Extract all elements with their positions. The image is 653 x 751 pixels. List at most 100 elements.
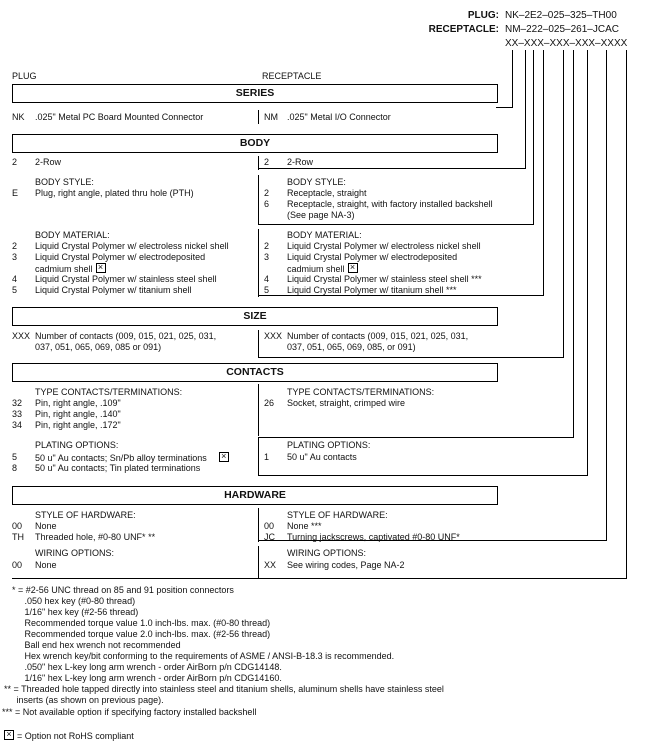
hardware-style-rec-code: JC bbox=[264, 532, 275, 542]
hardware-wiring-rec-title: WIRING OPTIONS: bbox=[287, 548, 367, 558]
note-line: Hex wrench key/bit conforming to the req… bbox=[12, 651, 395, 661]
size-plug-text: 037, 051, 065, 069, 085 or 091) bbox=[35, 342, 162, 352]
body-style-rec-text: Receptacle, straight bbox=[287, 188, 367, 198]
body-header: BODY bbox=[12, 134, 498, 153]
contacts-plating-plug-text: 50 u" Au contacts; Sn/Pb alloy terminati… bbox=[35, 452, 229, 464]
contacts-type-plug-code: 32 bbox=[12, 398, 23, 408]
hardware-style-plug-text: Threaded hole, #0-80 UNF* ** bbox=[35, 532, 156, 542]
receptacle-column-head: RECEPTACLE bbox=[262, 71, 322, 81]
note-line: Recommended torque value 2.0 inch-lbs. m… bbox=[12, 629, 271, 639]
contacts-type-rec-text: Socket, straight, crimped wire bbox=[287, 398, 406, 408]
contacts-plating-plug-title: PLATING OPTIONS: bbox=[35, 440, 119, 450]
body-rows-rec-code: 2 bbox=[264, 157, 270, 167]
not-rohs-icon bbox=[95, 263, 106, 273]
body-material-rec-text: Liquid Crystal Polymer w/ electroless ni… bbox=[287, 241, 481, 251]
series-plug-code: NK bbox=[12, 112, 25, 122]
hardware-wiring-plug-title: WIRING OPTIONS: bbox=[35, 548, 115, 558]
hardware-wiring-rec-text: See wiring codes, Page NA-2 bbox=[287, 560, 405, 570]
hardware-style-divider bbox=[258, 508, 259, 542]
series-header: SERIES bbox=[12, 84, 498, 103]
leader-hw-style bbox=[606, 50, 607, 540]
series-divider bbox=[258, 110, 259, 124]
hardware-style-rec-text: Turning jackscrews, captivated #0-80 UNF… bbox=[287, 532, 460, 542]
leader-size-h bbox=[258, 357, 564, 358]
series-rec-text: .025" Metal I/O Connector bbox=[287, 112, 391, 122]
note-line: Recommended torque value 1.0 inch-lbs. m… bbox=[12, 618, 271, 628]
leader-series-h bbox=[496, 107, 513, 108]
body-material-plug-text: Liquid Crystal Polymer w/ electroless ni… bbox=[35, 241, 229, 251]
contacts-plating-rec-code: 1 bbox=[264, 452, 270, 462]
contacts-type-plug-code: 34 bbox=[12, 420, 23, 430]
leader-series bbox=[512, 50, 513, 108]
hardware-style-plug-title: STYLE OF HARDWARE: bbox=[35, 510, 136, 520]
leader-wiring bbox=[626, 50, 627, 578]
body-rows-rec-text: 2-Row bbox=[287, 157, 314, 167]
body-style-plug-title: BODY STYLE: bbox=[35, 177, 94, 187]
hardware-style-rec-title: STYLE OF HARDWARE: bbox=[287, 510, 388, 520]
hardware-wiring-plug-code: 00 bbox=[12, 560, 23, 570]
code-pattern: XX–XXX–XXX–XXX–XXXX bbox=[505, 38, 628, 49]
contacts-type-divider bbox=[258, 384, 259, 436]
body-material-plug-code: 4 bbox=[12, 274, 18, 284]
body-material-rec-title: BODY MATERIAL: bbox=[287, 230, 362, 240]
body-material-rec-text: cadmium shell bbox=[287, 263, 358, 275]
body-style-divider bbox=[258, 175, 259, 225]
leader-style-h bbox=[258, 224, 534, 225]
body-material-rec-code: 2 bbox=[264, 241, 270, 251]
body-material-rec-text: Liquid Crystal Polymer w/ stainless stee… bbox=[287, 274, 482, 284]
body-material-rec-text: Liquid Crystal Polymer w/ electrodeposit… bbox=[287, 252, 458, 262]
note-line: .050" hex L-key long arm wrench - order … bbox=[12, 662, 282, 672]
body-material-rec-text: Liquid Crystal Polymer w/ titanium shell… bbox=[287, 285, 457, 295]
hardware-header: HARDWARE bbox=[12, 486, 498, 505]
body-rows-divider bbox=[258, 156, 259, 170]
body-material-plug-text: Liquid Crystal Polymer w/ electrodeposit… bbox=[35, 252, 206, 262]
hardware-style-rec-text: None *** bbox=[287, 521, 322, 531]
plug-label: PLUG: bbox=[467, 10, 499, 21]
body-material-plug-text: Liquid Crystal Polymer w/ titanium shell bbox=[35, 285, 192, 295]
receptacle-code: NM–222–025–261–JCAC bbox=[505, 24, 619, 35]
contacts-type-plug-text: Pin, right angle, .172" bbox=[35, 420, 121, 430]
note-line: ** = Threaded hole tapped directly into … bbox=[4, 684, 444, 694]
hardware-wiring-rec-code: XX bbox=[264, 560, 277, 570]
not-rohs-icon bbox=[347, 263, 358, 273]
note-line: 1/16" hex L-key long arm wrench - order … bbox=[12, 673, 282, 683]
body-material-rec-code: 3 bbox=[264, 252, 270, 262]
body-rows-plug-code: 2 bbox=[12, 157, 18, 167]
plug-column-head: PLUG bbox=[12, 71, 37, 81]
leader-rows bbox=[525, 50, 526, 168]
hardware-style-plug-text: None bbox=[35, 521, 57, 531]
leader-rows-h bbox=[258, 168, 526, 169]
contacts-plating-rec-text: 50 u" Au contacts bbox=[287, 452, 357, 462]
hardware-style-plug-code: 00 bbox=[12, 521, 23, 531]
hardware-wiring-plug-text: None bbox=[35, 560, 57, 570]
leader-material-h bbox=[258, 295, 544, 296]
contacts-plating-rec-title: PLATING OPTIONS: bbox=[287, 440, 371, 450]
size-rec-text: Number of contacts (009, 015, 021, 025, … bbox=[287, 331, 469, 341]
body-material-plug-code: 3 bbox=[12, 252, 18, 262]
size-divider bbox=[258, 330, 259, 358]
rohs-note: = Option not RoHS compliant bbox=[4, 730, 134, 742]
body-style-plug-text: Plug, right angle, plated thru hole (PTH… bbox=[35, 188, 194, 198]
hardware-style-rec-code: 00 bbox=[264, 521, 275, 531]
contacts-header: CONTACTS bbox=[12, 363, 498, 382]
note-line: Ball end hex wrench not recommended bbox=[12, 640, 181, 650]
contacts-type-plug-title: TYPE CONTACTS/TERMINATIONS: bbox=[35, 387, 183, 397]
contacts-type-rec-code: 26 bbox=[264, 398, 275, 408]
contacts-type-plug-code: 33 bbox=[12, 409, 23, 419]
hardware-style-plug-code: TH bbox=[12, 532, 24, 542]
leader-material bbox=[543, 50, 544, 295]
series-rec-code: NM bbox=[264, 112, 278, 122]
note-line: 1/16" hex key (#2-56 thread) bbox=[12, 607, 139, 617]
leader-style bbox=[533, 50, 534, 224]
leader-hw-style-h bbox=[258, 540, 607, 541]
note-line: * = #2-56 UNC thread on 85 and 91 positi… bbox=[12, 585, 234, 595]
body-style-plug-code: E bbox=[12, 188, 19, 198]
contacts-plating-plug-text: 50 u" Au contacts; Tin plated terminatio… bbox=[35, 463, 201, 473]
contacts-plating-plug-code: 8 bbox=[12, 463, 18, 473]
size-rec-text: 037, 051, 065, 069, 085, or 091) bbox=[287, 342, 416, 352]
leader-plating bbox=[587, 50, 588, 475]
body-style-rec-code: 2 bbox=[264, 188, 270, 198]
plug-code: NK–2E2–025–325–TH00 bbox=[505, 10, 617, 21]
body-style-rec-text: (See page NA-3) bbox=[287, 210, 355, 220]
hardware-wiring-divider bbox=[258, 546, 259, 578]
